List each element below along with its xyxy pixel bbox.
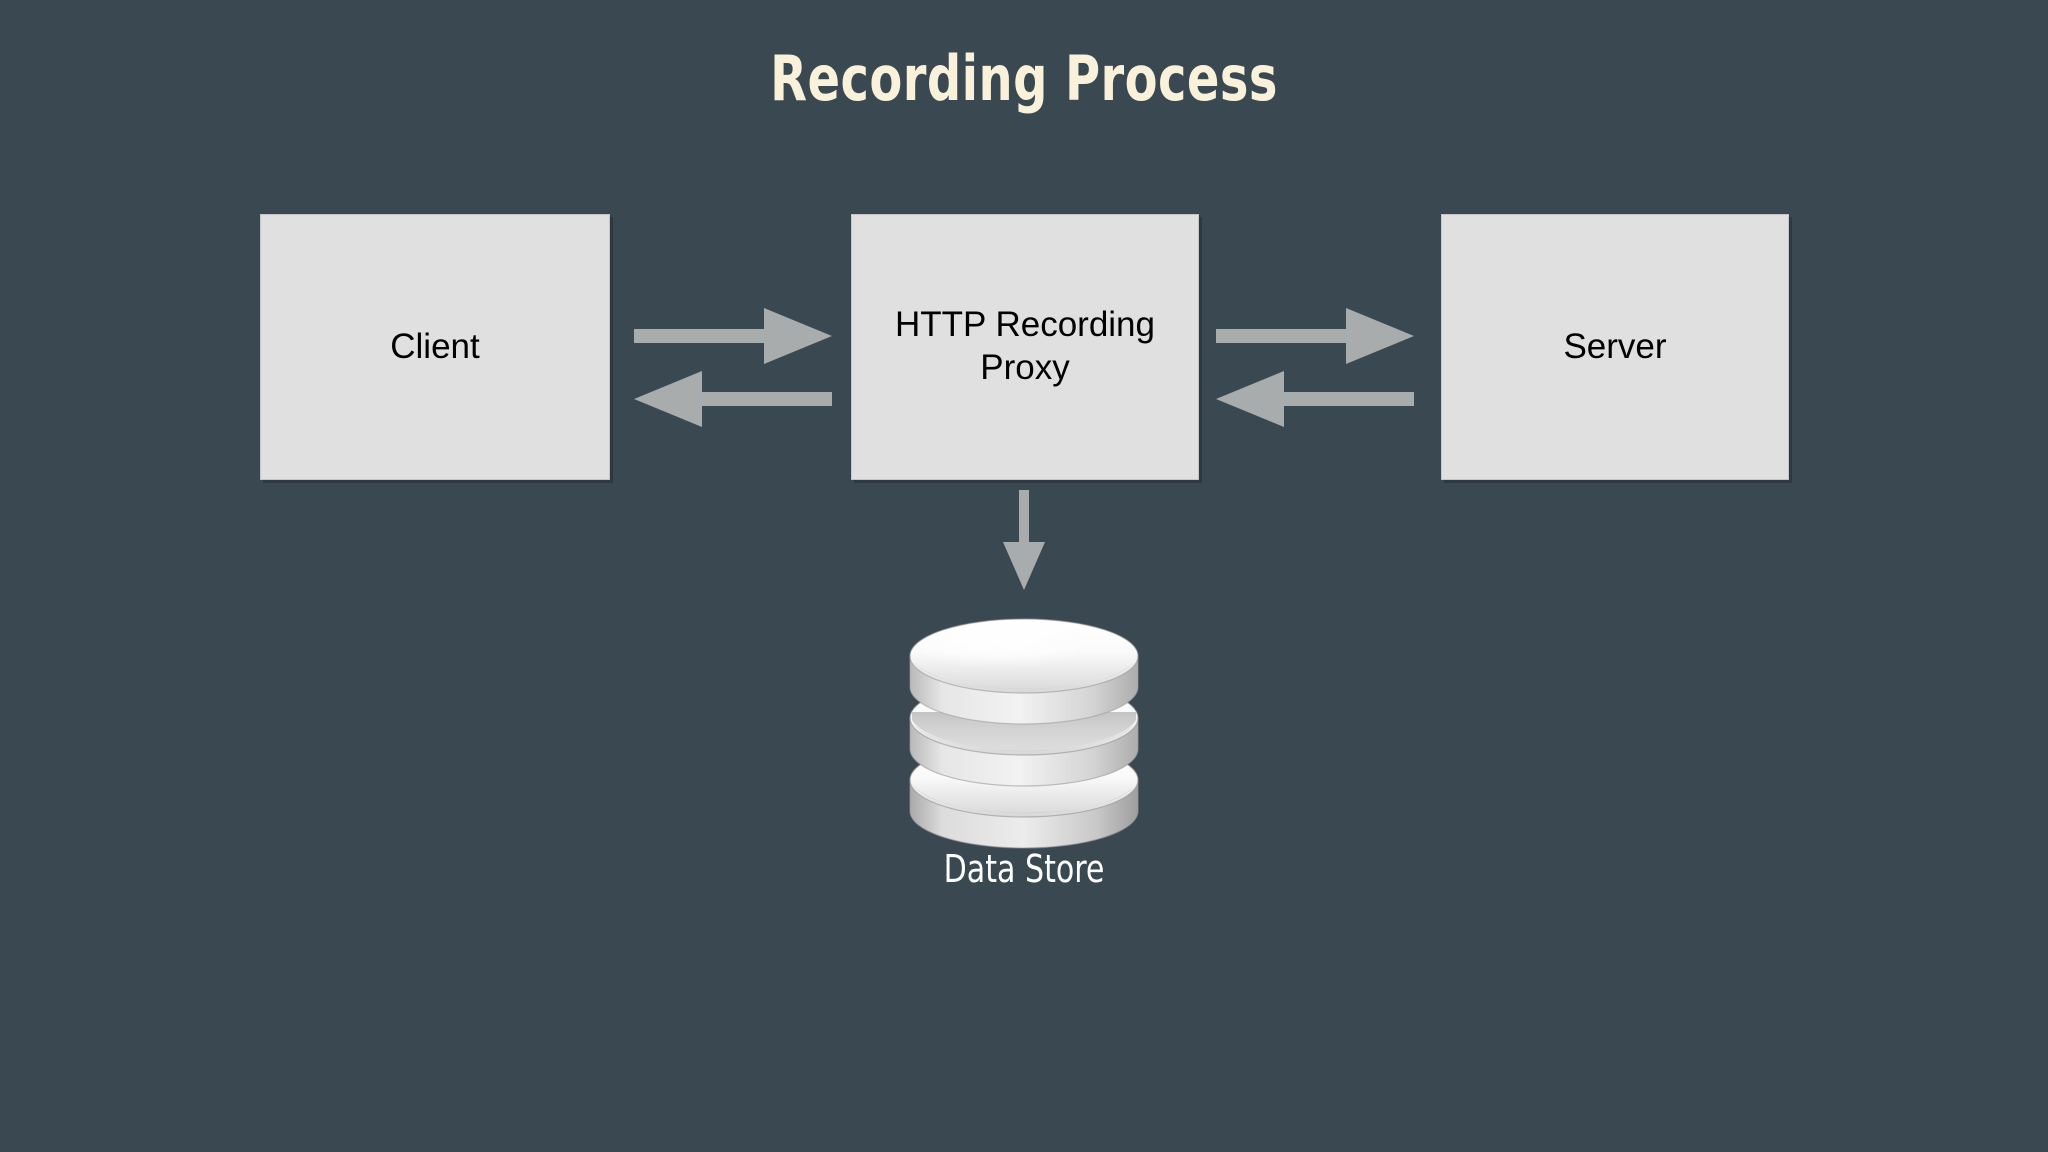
- node-server-label: Server: [1563, 326, 1667, 366]
- node-server[interactable]: Server: [1441, 214, 1789, 480]
- arrow-right-icon-proxy-to-server: [1216, 308, 1414, 364]
- datastore-label: Data Store: [943, 847, 1105, 891]
- arrow-right-icon-client-to-proxy: [634, 308, 832, 364]
- arrow-left-icon-proxy-to-client: [634, 371, 832, 427]
- node-client[interactable]: Client: [260, 214, 610, 480]
- node-http-recording-proxy[interactable]: HTTP Recording Proxy: [851, 214, 1199, 480]
- arrow-down-icon-proxy-to-datastore: [1003, 490, 1045, 590]
- page-title: Recording Process: [770, 42, 1278, 115]
- node-client-label: Client: [390, 326, 480, 366]
- arrow-left-icon-server-to-proxy: [1216, 371, 1414, 427]
- database-cylinder-icon[interactable]: [900, 608, 1148, 856]
- node-proxy-label: HTTP Recording Proxy: [894, 305, 1155, 387]
